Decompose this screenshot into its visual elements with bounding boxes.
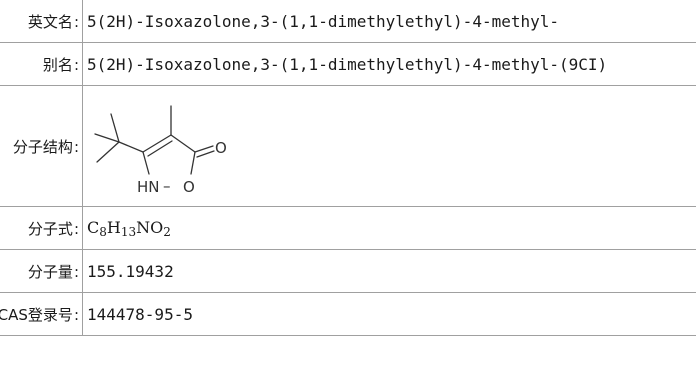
- cas-label: CAS登录号:: [0, 292, 83, 336]
- alias-value: 5(2H)-Isoxazolone,3-(1,1-dimethylethyl)-…: [82, 42, 696, 86]
- english-name-label: 英文名:: [0, 0, 83, 43]
- formula-o-count: 2: [163, 224, 171, 239]
- n-o-bond-label: –: [163, 177, 171, 195]
- bond-c3-c4: [142, 134, 172, 153]
- formula-c-count: 8: [99, 224, 107, 239]
- bond-tbutyl-left: [94, 133, 120, 143]
- bond-tbutyl-down: [96, 141, 120, 163]
- structure-cell: O HN – O: [82, 85, 696, 207]
- english-name-value: 5(2H)-Isoxazolone,3-(1,1-dimethylethyl)-…: [82, 0, 696, 43]
- molecule-structure-image: O HN – O: [94, 105, 227, 196]
- row-english-name: 英文名: 5(2H)-Isoxazolone,3-(1,1-dimethylet…: [0, 0, 696, 43]
- weight-label: 分子量:: [0, 249, 83, 293]
- ring-oxygen-label: O: [183, 178, 195, 196]
- formula-h-count: 13: [120, 224, 137, 239]
- bond-tbutyl-ring: [118, 141, 144, 153]
- nitrogen-label: HN: [137, 178, 160, 196]
- bond-carbonyl-double: [196, 150, 215, 158]
- row-weight: 分子量: 155.19432: [0, 249, 696, 293]
- bond-c3-c4-double: [147, 140, 173, 157]
- bond-c5-o: [190, 151, 196, 175]
- bond-c4-c5: [170, 134, 196, 153]
- row-formula: 分子式: C8H13NO2: [0, 206, 696, 250]
- formula-label: 分子式:: [0, 206, 83, 250]
- bond-c3-n: [142, 151, 150, 175]
- row-cas: CAS登录号: 144478-95-5: [0, 292, 696, 336]
- weight-value: 155.19432: [82, 249, 696, 293]
- formula-value: C8H13NO2: [82, 206, 696, 250]
- cas-value: 144478-95-5: [82, 292, 696, 336]
- row-structure: 分子结构:: [0, 85, 696, 207]
- structure-label: 分子结构:: [0, 85, 83, 207]
- bond-carbonyl: [194, 145, 214, 153]
- bond-tbutyl-up: [110, 113, 120, 143]
- carbonyl-oxygen-label: O: [215, 139, 227, 157]
- formula-no: NO: [136, 217, 164, 237]
- row-alias: 别名: 5(2H)-Isoxazolone,3-(1,1-dimethyleth…: [0, 42, 696, 86]
- compound-info-table: 英文名: 5(2H)-Isoxazolone,3-(1,1-dimethylet…: [0, 0, 696, 336]
- alias-label: 别名:: [0, 42, 83, 86]
- formula-h: H: [106, 217, 121, 237]
- formula-c: C: [87, 217, 100, 237]
